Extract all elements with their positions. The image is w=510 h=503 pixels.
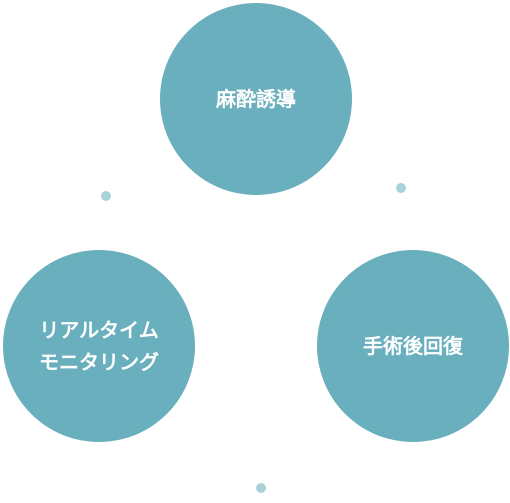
connector-dot-top-left (101, 191, 111, 201)
node-label: 麻酔誘導 (216, 87, 296, 111)
node-realtime-monitoring: リアルタイム モニタリング (3, 250, 195, 442)
node-anesthesia-induction: 麻酔誘導 (160, 3, 352, 195)
node-postoperative-recovery: 手術後回復 (317, 250, 509, 442)
node-label: 手術後回復 (363, 334, 463, 358)
connector-dot-top-right (396, 183, 406, 193)
connector-dot-bottom (256, 483, 266, 493)
node-label: リアルタイム モニタリング (39, 318, 159, 374)
